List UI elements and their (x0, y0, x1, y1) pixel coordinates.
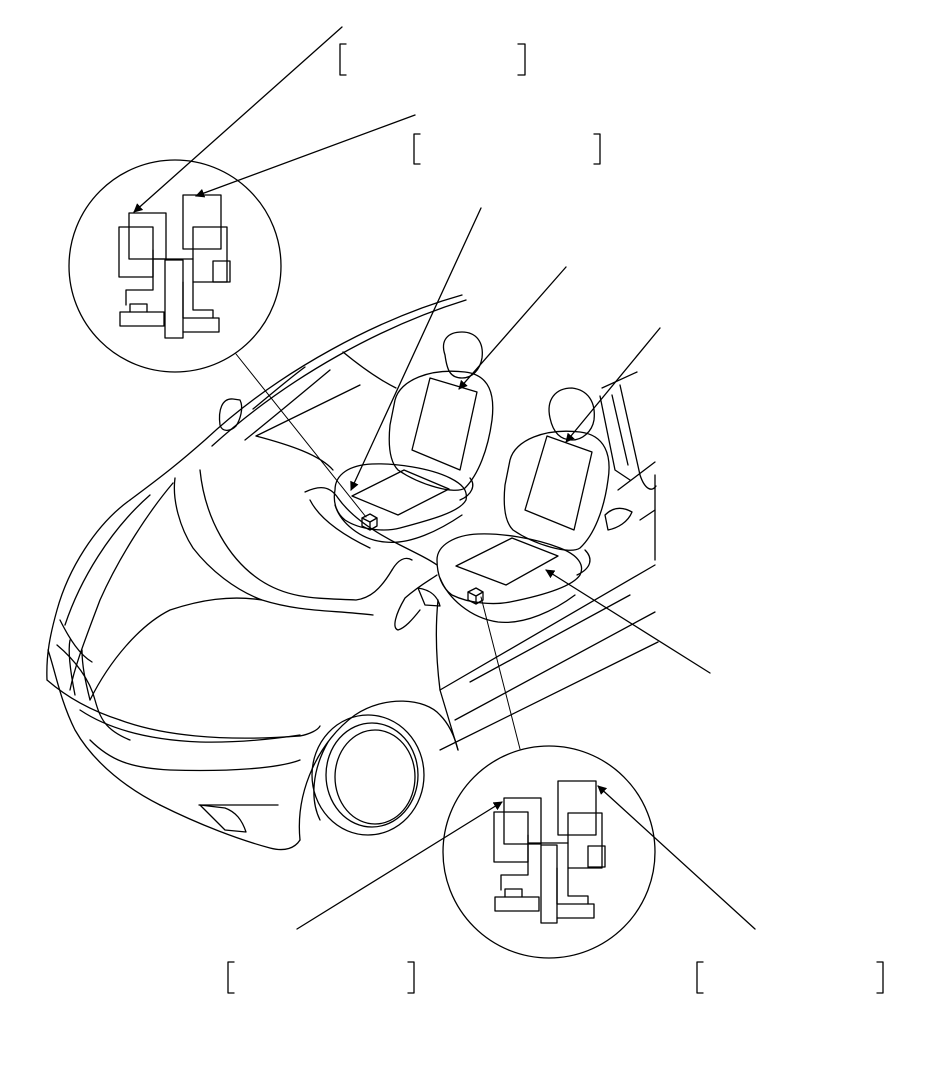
callout-bracket-top-1 (339, 43, 526, 76)
leader-lines (133, 26, 756, 930)
detail-magnifier-top (68, 159, 282, 373)
callout-bracket-bottom-left (227, 961, 415, 994)
sensor-unit-detail-top (118, 194, 231, 339)
sensor-unit-detail-bottom (493, 780, 606, 924)
driver-seat (333, 331, 494, 544)
callout-bracket-bottom-right (696, 961, 884, 994)
callout-bracket-top-2 (413, 133, 601, 165)
detail-magnifier-bottom (442, 745, 656, 959)
car-body (46, 294, 659, 851)
passenger-seat (436, 387, 610, 624)
